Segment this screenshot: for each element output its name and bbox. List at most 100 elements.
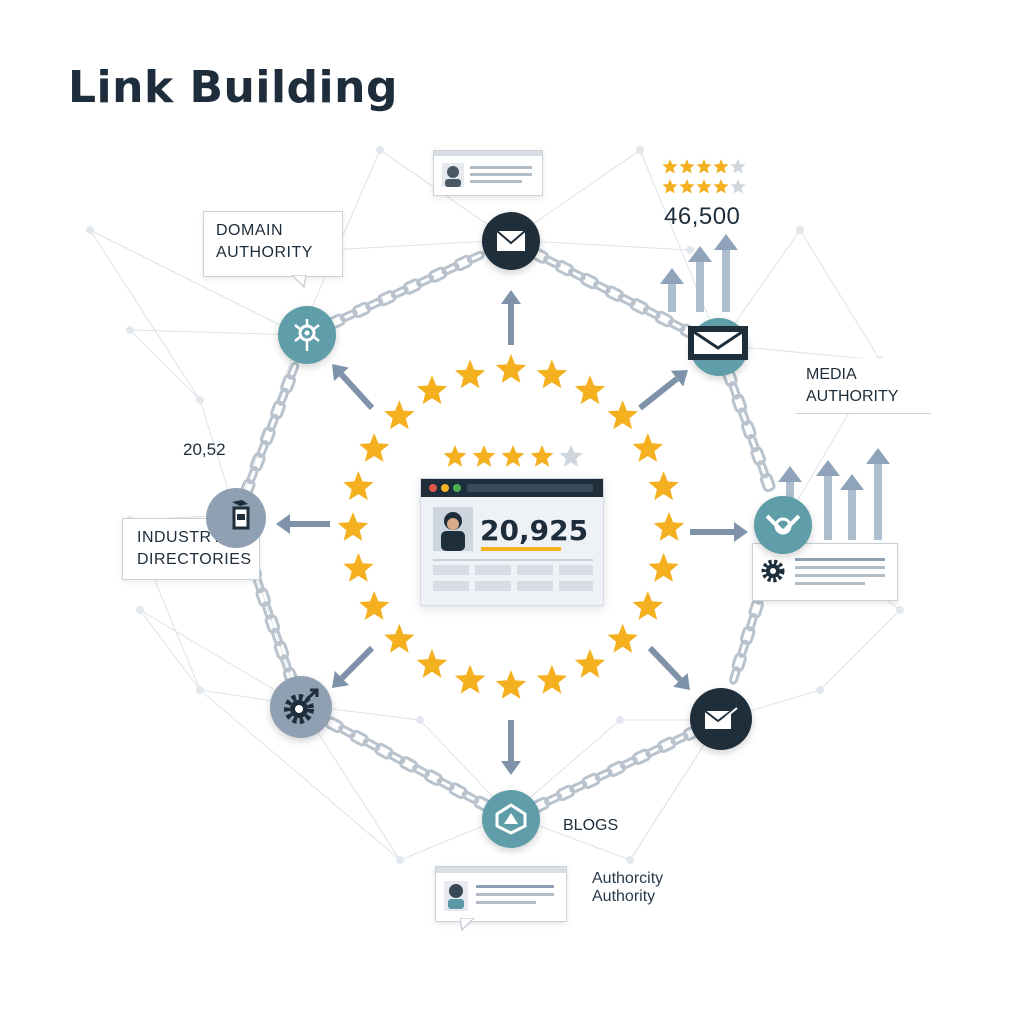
rating-star-filled <box>530 445 554 467</box>
direction-arrow <box>276 514 330 534</box>
domain-authority-pointer <box>290 275 307 289</box>
network-dot <box>626 856 634 864</box>
ring-star <box>536 359 568 389</box>
top-right-rating-row-1 <box>662 158 752 183</box>
rating-star-filled <box>713 179 729 194</box>
domain-authority-line-2: AUTHORITY <box>216 244 313 261</box>
chain-link <box>642 306 661 320</box>
ring-star <box>337 512 369 541</box>
authority-line-1: Authorcity <box>592 870 664 887</box>
chain-link <box>629 298 649 315</box>
chain-link <box>448 782 468 800</box>
chain-link <box>731 652 747 672</box>
chain-link <box>737 639 750 659</box>
chain-link <box>362 737 381 752</box>
chain-link <box>729 666 741 685</box>
chain-link <box>377 290 397 307</box>
left-metric-value: 20,52 <box>183 440 226 459</box>
ring-star <box>495 354 527 383</box>
network-dot <box>816 686 824 694</box>
growth-arrow <box>714 234 738 312</box>
growth-arrow <box>866 448 890 540</box>
gear-icon <box>284 688 319 724</box>
chain-link <box>349 729 369 747</box>
hub-icon <box>294 319 320 351</box>
chain-link <box>631 748 652 765</box>
chain-link <box>556 784 576 802</box>
page-title: Link Building <box>68 62 398 113</box>
bottom-profile-card <box>435 866 567 922</box>
bottom-right-send-node <box>690 688 752 750</box>
ring-star <box>416 375 448 405</box>
chain-link <box>246 465 259 485</box>
ring-star <box>416 648 448 678</box>
network-dot <box>376 146 384 154</box>
direction-arrow <box>638 370 688 411</box>
chain-link <box>728 381 741 400</box>
chain-link <box>273 640 290 660</box>
bottom-card-pointer <box>460 918 476 932</box>
chain-link <box>617 293 636 307</box>
industry-directories-callout: INDUSTRY DIRECTORIES <box>122 518 260 580</box>
network-dot <box>416 716 424 724</box>
chain-link <box>365 297 384 311</box>
chain-link <box>568 268 586 282</box>
top-email-node <box>482 212 540 270</box>
media-authority-line-1: MEDIA <box>806 366 857 383</box>
authority-line-2: Authority <box>592 888 656 905</box>
chain-link <box>579 272 599 290</box>
top-right-email-node <box>688 318 748 376</box>
ring-star <box>648 471 679 501</box>
chain-link <box>569 780 588 794</box>
growth-arrow <box>688 246 712 312</box>
chain-link <box>731 393 748 414</box>
chain-link <box>266 413 279 433</box>
chain-link <box>619 756 638 770</box>
chain-link <box>748 599 764 619</box>
chain-link <box>741 420 757 440</box>
chain-link <box>594 768 613 782</box>
star-ring <box>337 354 685 699</box>
rating-star-filled <box>662 159 678 174</box>
envelope-icon <box>496 230 526 251</box>
ring-star <box>607 623 638 653</box>
ring-star <box>495 670 527 699</box>
network-dot <box>616 716 624 724</box>
network-dot <box>136 606 144 614</box>
ring-star <box>343 471 374 501</box>
industry-directories-line-2: DIRECTORIES <box>137 551 252 568</box>
rating-star-filled <box>679 179 695 194</box>
chain-link <box>287 361 300 380</box>
chain-link <box>436 777 455 791</box>
network-dot <box>636 146 644 154</box>
chain-link <box>338 724 356 739</box>
direction-arrow <box>501 290 521 345</box>
chain-link <box>259 426 276 446</box>
chain-link <box>740 625 756 646</box>
ring-star <box>648 552 679 582</box>
industry-directories-line-1: INDUSTRY <box>137 529 223 546</box>
chain-link <box>544 792 563 806</box>
chain-link <box>399 756 419 773</box>
chain-link <box>657 736 677 753</box>
network-dot <box>196 686 204 694</box>
chain-link <box>280 374 296 394</box>
network-icon <box>495 803 527 835</box>
ring-star <box>384 400 415 430</box>
chain-link <box>441 262 460 276</box>
browser-bar <box>421 479 603 497</box>
authority-text: Authorcity Authority <box>592 870 663 906</box>
top-right-metric-value: 46,500 <box>664 203 741 230</box>
network-dot <box>126 326 134 334</box>
chain-link <box>374 742 394 760</box>
growth-arrow <box>840 474 864 540</box>
chain-link <box>276 387 290 406</box>
chain-link <box>261 601 274 620</box>
network-dot <box>686 246 694 254</box>
direction-arrow <box>501 720 521 775</box>
chain-link <box>255 587 272 607</box>
rating-star-filled <box>713 159 729 174</box>
rating-star-filled <box>472 445 496 467</box>
chain-link <box>249 452 266 472</box>
